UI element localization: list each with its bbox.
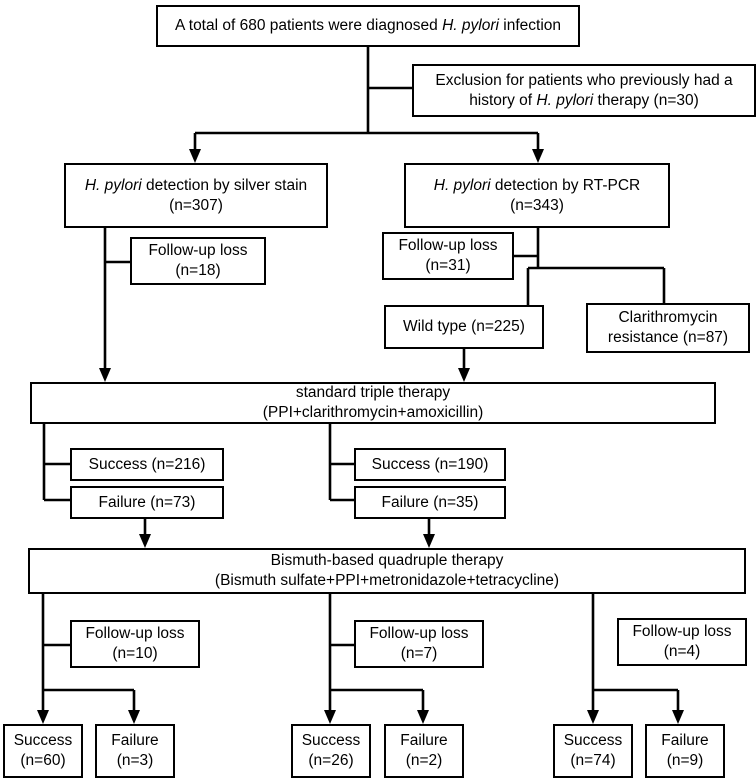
- node-followup-loss-10-label: Follow-up loss(n=10): [85, 625, 185, 662]
- node-followup-loss-4-label: Follow-up loss(n=4): [632, 623, 732, 660]
- node-success-216[interactable]: Success (n=216): [70, 448, 224, 481]
- node-standard-triple-therapy-label: standard triple therapy(PPI+clarithromyc…: [262, 384, 484, 421]
- arrowhead-rtpcr: [532, 149, 544, 163]
- node-failure-2-label: Failure(n=2): [400, 732, 448, 769]
- node-rtpcr-detection[interactable]: H. pylori detection by RT-PCR(n=343): [404, 163, 670, 228]
- node-success-26-label: Success(n=26): [301, 732, 361, 769]
- node-total-patients[interactable]: A total of 680 patients were diagnosed H…: [156, 5, 580, 47]
- arrowhead-triple-right: [458, 368, 470, 382]
- arrowhead-fail3: [128, 710, 140, 724]
- node-followup-loss-10[interactable]: Follow-up loss(n=10): [70, 620, 200, 668]
- node-bismuth-quadruple-therapy-label: Bismuth-based quadruple therapy(Bismuth …: [214, 552, 560, 589]
- node-followup-loss-31-label: Follow-up loss(n=31): [398, 237, 498, 274]
- arrowhead-succ60: [37, 710, 49, 724]
- node-failure-35-label: Failure (n=35): [381, 493, 479, 511]
- node-failure-9-label: Failure(n=9): [661, 732, 709, 769]
- node-followup-loss-7[interactable]: Follow-up loss(n=7): [354, 620, 484, 668]
- node-wild-type[interactable]: Wild type (n=225): [384, 305, 544, 349]
- node-followup-loss-7-label: Follow-up loss(n=7): [369, 625, 469, 662]
- node-success-74-label: Success(n=74): [563, 732, 623, 769]
- node-followup-loss-18-label: Follow-up loss(n=18): [148, 242, 248, 279]
- node-failure-3[interactable]: Failure(n=3): [95, 724, 175, 778]
- arrowhead-quad-right: [423, 534, 435, 548]
- node-failure-73[interactable]: Failure (n=73): [70, 486, 224, 519]
- arrowhead-succ74: [587, 710, 599, 724]
- node-standard-triple-therapy[interactable]: standard triple therapy(PPI+clarithromyc…: [30, 382, 716, 424]
- node-silver-stain-detection[interactable]: H. pylori detection by silver stain(n=30…: [64, 163, 328, 228]
- arrowhead-triple-left: [99, 368, 111, 382]
- node-failure-73-label: Failure (n=73): [98, 493, 196, 511]
- arrowhead-fail2: [417, 710, 429, 724]
- node-success-190-label: Success (n=190): [371, 455, 489, 473]
- node-failure-3-label: Failure(n=3): [111, 732, 159, 769]
- node-wild-type-label: Wild type (n=225): [403, 318, 525, 336]
- arrowhead-succ26: [324, 710, 336, 724]
- node-success-216-label: Success (n=216): [88, 455, 206, 473]
- node-success-74[interactable]: Success(n=74): [553, 724, 633, 778]
- node-failure-9[interactable]: Failure(n=9): [645, 724, 725, 778]
- node-silver-stain-label: H. pylori detection by silver stain(n=30…: [84, 176, 308, 214]
- node-success-26[interactable]: Success(n=26): [291, 724, 371, 778]
- arrowhead-fail9: [672, 710, 684, 724]
- node-failure-35[interactable]: Failure (n=35): [354, 486, 506, 519]
- node-followup-loss-18[interactable]: Follow-up loss(n=18): [130, 237, 266, 285]
- node-success-60[interactable]: Success(n=60): [3, 724, 83, 778]
- node-rtpcr-label: H. pylori detection by RT-PCR(n=343): [433, 176, 641, 214]
- arrowhead-silver: [189, 149, 201, 163]
- node-bismuth-quadruple-therapy[interactable]: Bismuth-based quadruple therapy(Bismuth …: [28, 548, 746, 594]
- node-success-190[interactable]: Success (n=190): [354, 448, 506, 481]
- arrowhead-quad-left: [139, 534, 151, 548]
- node-exclusion-label: Exclusion for patients who previously ha…: [435, 71, 733, 109]
- node-followup-loss-31[interactable]: Follow-up loss(n=31): [382, 232, 514, 280]
- node-success-60-label: Success(n=60): [13, 732, 73, 769]
- node-total-patients-label: A total of 680 patients were diagnosed H…: [174, 17, 562, 35]
- node-exclusion[interactable]: Exclusion for patients who previously ha…: [412, 64, 756, 117]
- node-failure-2[interactable]: Failure(n=2): [384, 724, 464, 778]
- node-followup-loss-4[interactable]: Follow-up loss(n=4): [617, 618, 747, 666]
